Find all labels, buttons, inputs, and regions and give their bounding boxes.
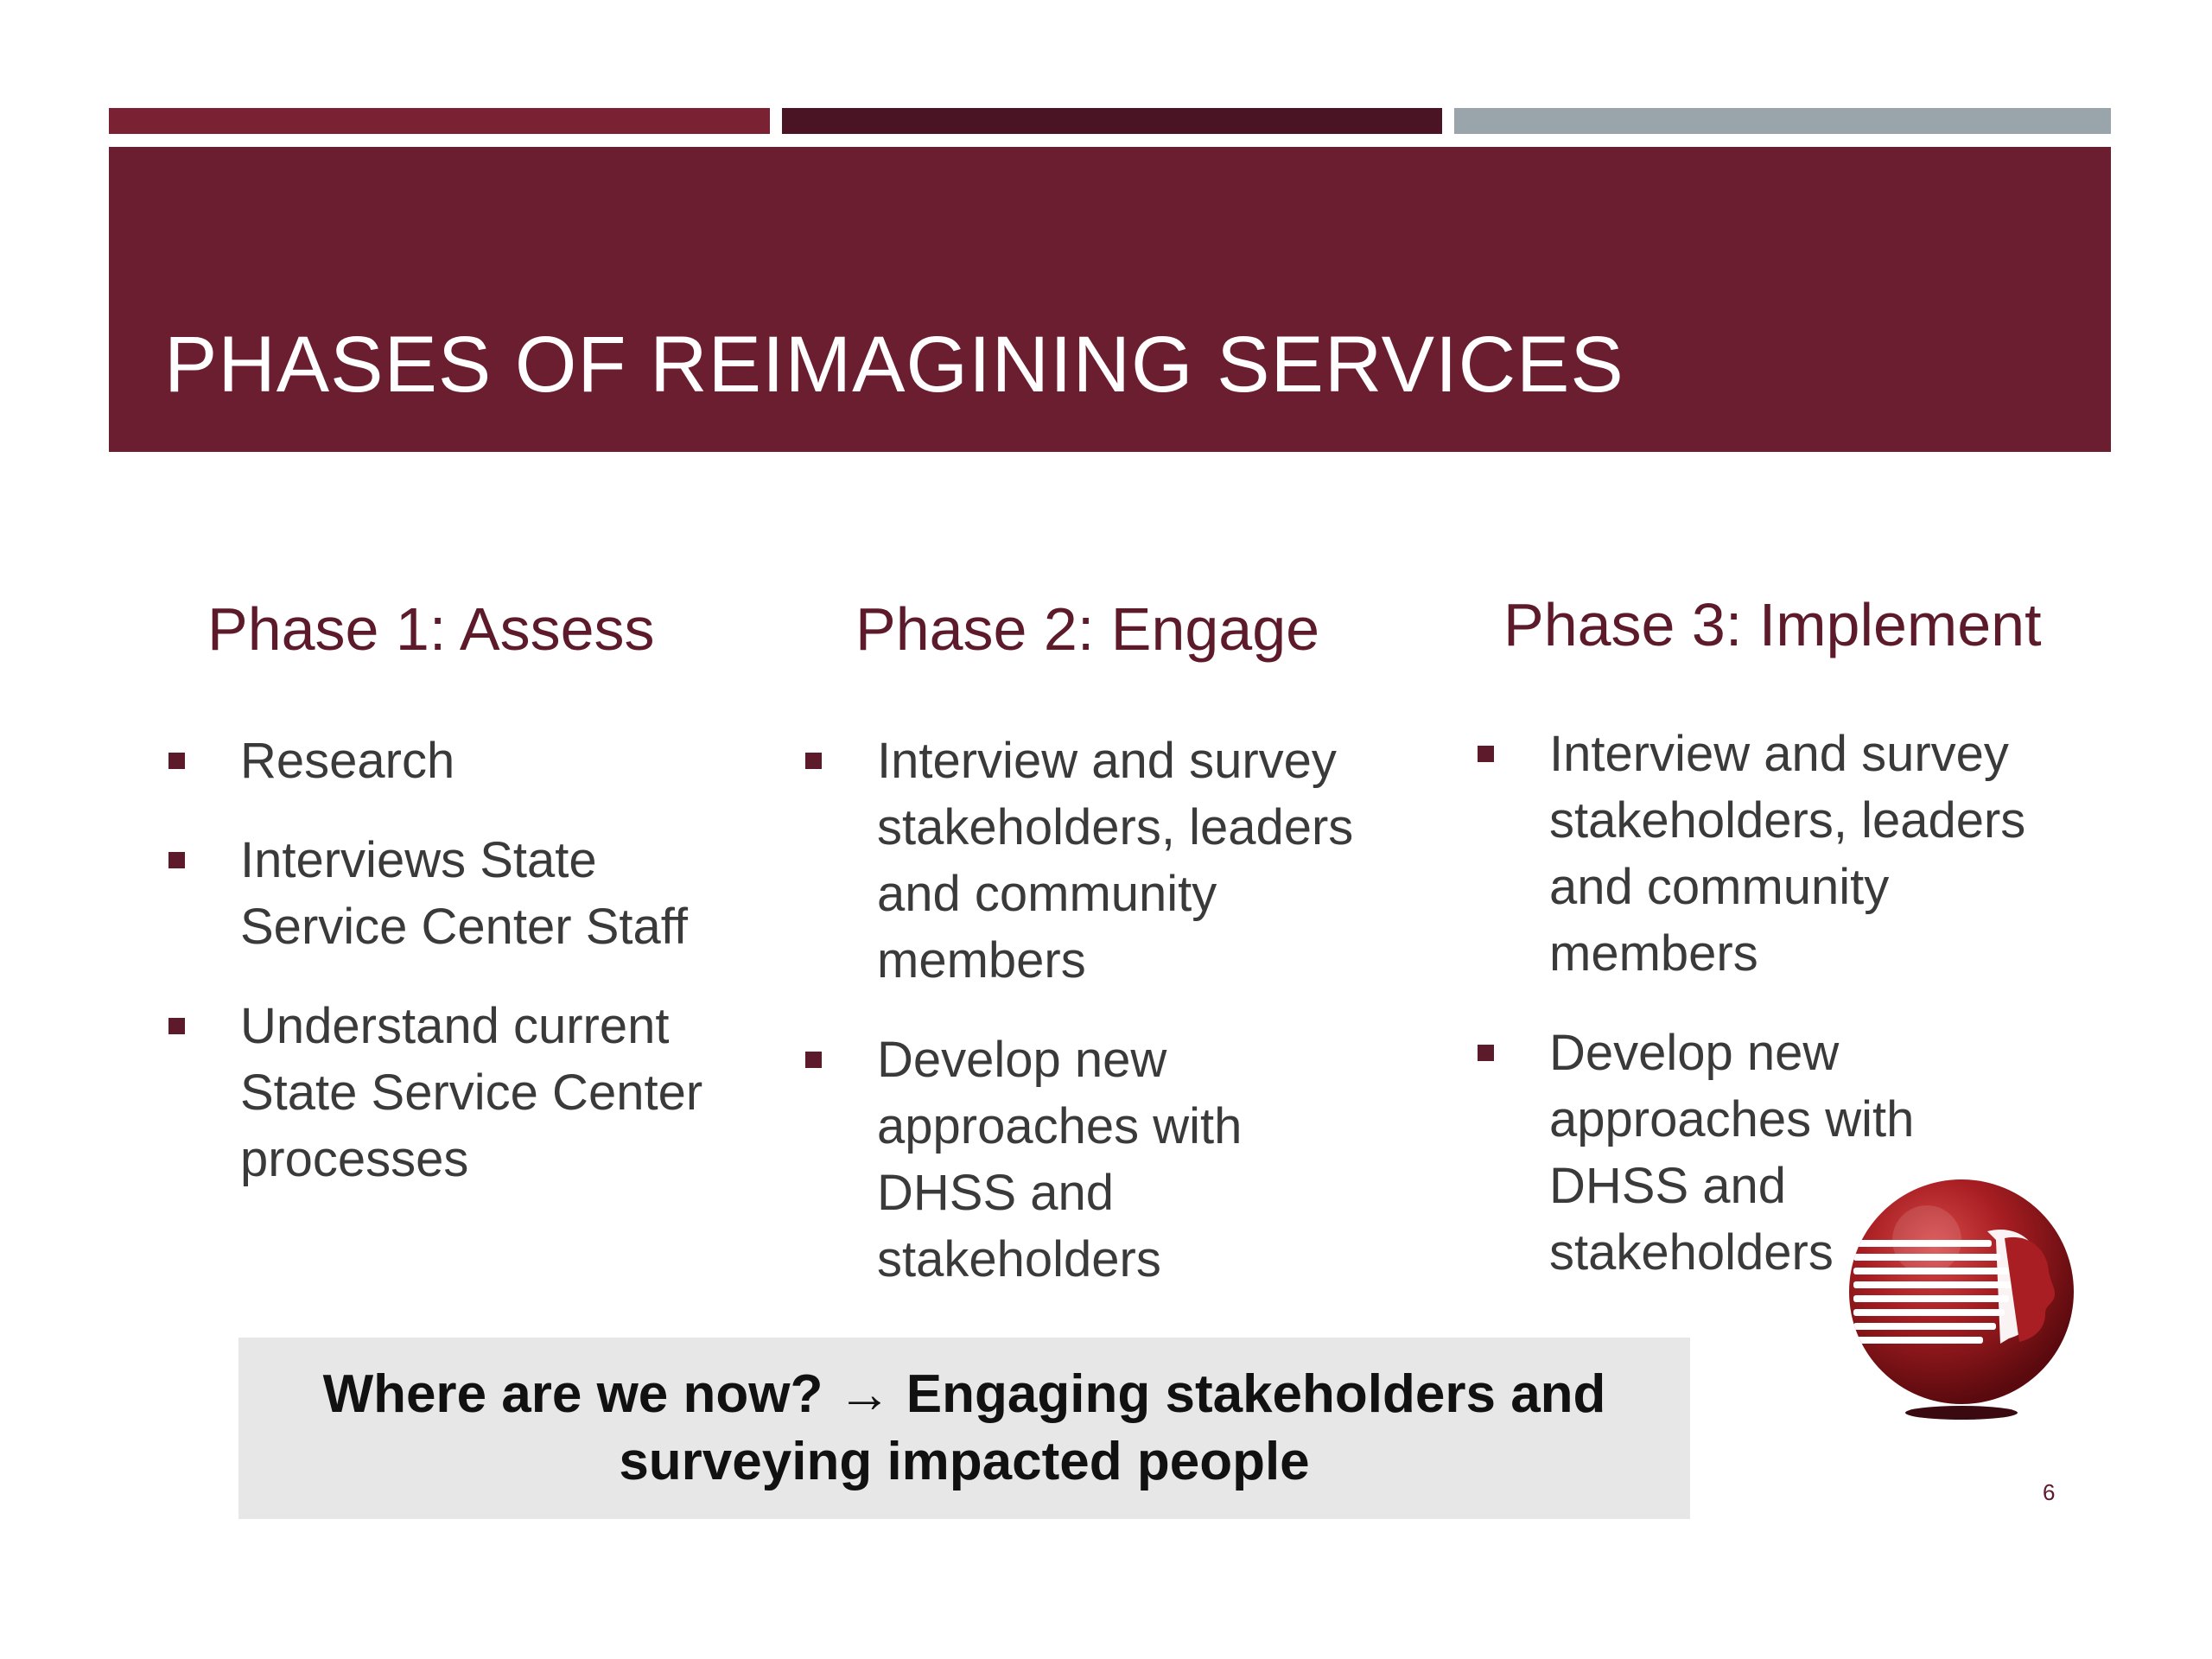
square-bullet-icon (168, 852, 185, 868)
status-callout: Where are we now? → Engaging stakeholder… (238, 1338, 1690, 1519)
list-item: Develop new approaches with DHSS and sta… (1478, 1020, 2065, 1286)
list-item-text: Develop new approaches with DHSS and sta… (877, 1032, 1243, 1287)
square-bullet-icon (1478, 746, 1494, 762)
accent-bar-right (1454, 108, 2111, 134)
title-banner: PHASES OF REIMAGINING SERVICES (109, 147, 2111, 452)
list-item-text: Develop new approaches with DHSS and sta… (1549, 1025, 1915, 1281)
phase-2-list: Interview and survey stakeholders, leade… (805, 728, 1393, 1325)
square-bullet-icon (805, 1052, 822, 1068)
list-item: Research (168, 728, 756, 794)
phase-1-list: Research Interviews State Service Center… (168, 728, 756, 1225)
list-item: Interviews State Service Center Staff (168, 827, 756, 960)
phase-1-heading: Phase 1: Assess (207, 595, 655, 663)
square-bullet-icon (805, 753, 822, 769)
square-bullet-icon (1478, 1045, 1494, 1061)
phase-3-list: Interview and survey stakeholders, leade… (1478, 721, 2065, 1319)
list-item-text: Understand current State Service Center … (240, 998, 703, 1187)
status-text: Where are we now? → Engaging stakeholder… (322, 1364, 1606, 1491)
list-item: Understand current State Service Center … (168, 993, 756, 1192)
square-bullet-icon (168, 1018, 185, 1034)
red-sphere-people-profiles-logo-icon (1836, 1171, 2095, 1430)
list-item: Develop new approaches with DHSS and sta… (805, 1027, 1393, 1293)
accent-bar-middle (782, 108, 1442, 134)
list-item-text: Interview and survey stakeholders, leade… (1549, 726, 2026, 982)
accent-bar-left (109, 108, 770, 134)
page-number: 6 (2043, 1479, 2056, 1505)
list-item-text: Interviews State Service Center Staff (240, 832, 688, 955)
phase-2-heading: Phase 2: Engage (855, 595, 1320, 663)
list-item-text: Research (240, 733, 455, 789)
square-bullet-icon (168, 753, 185, 769)
list-item: Interview and survey stakeholders, leade… (805, 728, 1393, 994)
phase-3-heading: Phase 3: Implement (1503, 591, 2042, 658)
slide-title: PHASES OF REIMAGINING SERVICES (164, 321, 1624, 409)
list-item-text: Interview and survey stakeholders, leade… (877, 733, 1354, 988)
list-item: Interview and survey stakeholders, leade… (1478, 721, 2065, 987)
